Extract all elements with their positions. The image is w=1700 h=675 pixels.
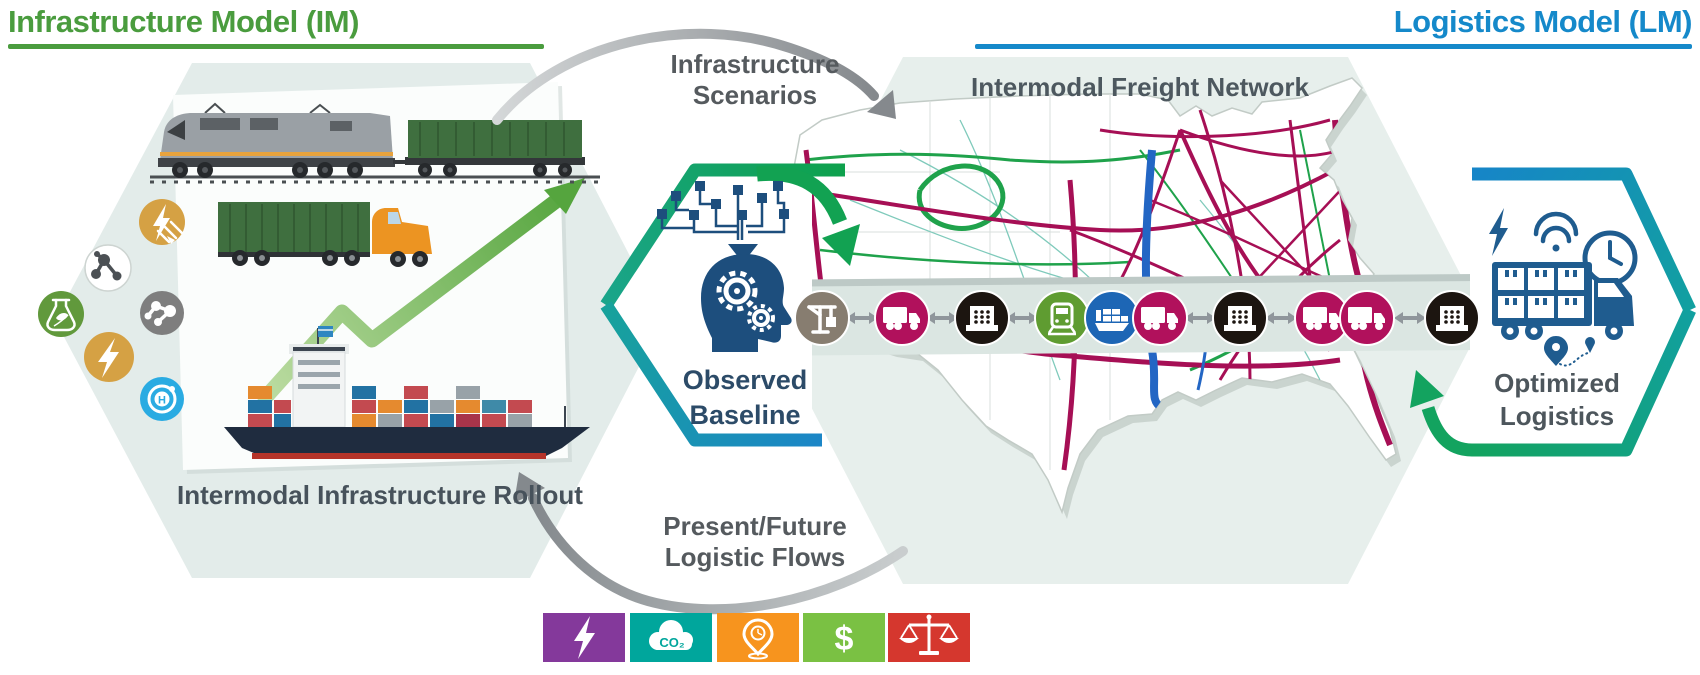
legend-cost: $ [803,613,885,662]
scenario-input-arrow [756,165,860,266]
hydrogen-atom-icon: H [140,377,184,421]
molecule-icon [84,244,132,292]
ai-analysis-icon [657,181,792,352]
logistic-flows-arrow [514,472,908,615]
chain-truck-icon [1132,290,1188,346]
molecule-dark-icon [140,291,184,335]
container-truck-illustration [218,202,432,267]
network-caption: Intermodal Freight Network [970,72,1310,102]
lightning-bolt-icon [574,616,595,659]
legend-co2: CO₂ [630,613,712,662]
observed-baseline-caption: Observed Baseline [682,365,808,431]
lightning-bolt-icon [84,332,134,382]
legend-time-location [717,613,799,662]
infrastructure-scenarios-arrow [492,28,896,125]
chain-truck-icon [874,290,930,346]
chain-ship-icon [1084,290,1140,346]
chain-warehouse-icon [954,290,1010,346]
chain-train-icon [1034,290,1090,346]
dollar-icon: $ [835,620,854,658]
chain-warehouse-icon [1212,290,1268,346]
intermodal-chain [794,290,1480,346]
electricity-transmission-icon [139,199,185,245]
scales-icon [899,614,959,655]
optimized-logistics-caption: Optimized Logistics [1494,368,1620,431]
chain-crane-icon [794,290,850,346]
lm-underline [975,44,1692,49]
co2-label: CO₂ [659,635,685,650]
biofuel-flask-icon [38,291,84,337]
im-title: Infrastructure Model (IM) [8,4,359,39]
lm-title: Logistics Model (LM) [1393,4,1693,39]
legend-energy [543,613,625,662]
logistic-flows-label: Present/Future Logistic Flows [663,511,847,573]
impact-legend: CO₂ $ [543,613,970,662]
optimized-logistics-hexagon [1410,167,1696,457]
freight-train-illustration [150,102,600,184]
rollout-caption: Intermodal Infrastructure Rollout [177,480,583,510]
im-underline [8,44,544,49]
chain-truck-icon [1339,290,1395,346]
fuel-options: H [38,199,185,421]
infrastructure-scenarios-label: Infrastructure Scenarios [670,49,840,111]
optimized-output-arrow [1410,370,1473,457]
chain-warehouse-icon [1424,290,1480,346]
container-ship-illustration [224,326,590,459]
co2-cloud-icon [649,620,693,650]
smart-truck-icon [1489,208,1638,367]
location-clock-icon [742,618,774,660]
hydrogen-label: H [158,395,166,407]
legend-balance [888,613,970,662]
observed-baseline-hexagon [600,163,860,447]
